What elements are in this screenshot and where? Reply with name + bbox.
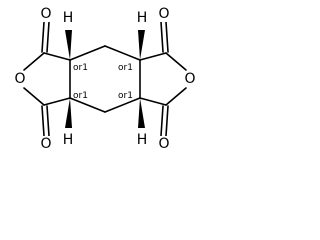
hydrogen-lower-left: H bbox=[63, 132, 74, 148]
bond-right-c-o-upper bbox=[165, 52, 187, 71]
bond-right-lower-c-bridge bbox=[139, 97, 167, 106]
hydrogen-upper-left: H bbox=[63, 10, 74, 26]
bond-left-lower-c-bridge bbox=[43, 97, 71, 106]
carbonyl-oxygen-upper-left: O bbox=[40, 6, 51, 22]
carbonyl-oxygen-lower-left: O bbox=[40, 136, 51, 152]
ring-oxygen-right: O bbox=[184, 71, 195, 87]
bond-right-lower-carbonyl-b bbox=[160, 105, 164, 137]
bond-right-upper-c-bridge bbox=[139, 52, 167, 61]
bond-right-upper-carbonyl-b bbox=[160, 21, 164, 53]
bond-ring-top-left bbox=[69, 45, 106, 61]
bond-right-c-o-lower bbox=[165, 87, 187, 106]
bond-left-c-o-upper bbox=[23, 52, 45, 71]
bond-right-upper-carbonyl-a bbox=[165, 21, 169, 53]
hydrogen-upper-right: H bbox=[137, 10, 148, 26]
stereo-label-upper-right: or1 bbox=[118, 63, 133, 73]
bond-left-upper-carbonyl-b bbox=[46, 21, 50, 53]
wedge-upper-left bbox=[65, 30, 72, 60]
bond-left-lower-carbonyl-a bbox=[41, 105, 45, 137]
stereo-label-lower-right: or1 bbox=[118, 91, 133, 101]
bonds bbox=[23, 21, 187, 137]
atom-labels: O O O O O O H H H H bbox=[12, 6, 198, 152]
wedge-lower-right bbox=[138, 98, 145, 128]
ring-oxygen-left: O bbox=[14, 71, 25, 87]
bond-right-lower-carbonyl-a bbox=[165, 105, 169, 137]
bond-left-upper-carbonyl-a bbox=[41, 21, 45, 53]
bond-ring-bottom-left bbox=[69, 97, 106, 113]
bond-ring-top-right bbox=[104, 45, 141, 61]
stereo-labels: or1 or1 or1 or1 bbox=[73, 63, 133, 101]
bond-left-upper-c-bridge bbox=[43, 52, 71, 61]
wedge-lower-left bbox=[65, 98, 72, 128]
carbonyl-oxygen-lower-right: O bbox=[158, 136, 169, 152]
stereo-wedges bbox=[65, 30, 145, 128]
molecule-structure: O O O O O O H H H H or1 or1 or1 or1 bbox=[12, 6, 198, 152]
bond-left-c-o-lower bbox=[23, 87, 45, 106]
wedge-upper-right bbox=[138, 30, 145, 60]
carbonyl-oxygen-upper-right: O bbox=[158, 6, 169, 22]
bond-ring-bottom-right bbox=[104, 97, 141, 113]
bond-left-lower-carbonyl-b bbox=[46, 105, 50, 137]
stereo-label-lower-left: or1 bbox=[73, 91, 88, 101]
stereo-label-upper-left: or1 bbox=[73, 63, 88, 73]
hydrogen-lower-right: H bbox=[137, 132, 148, 148]
